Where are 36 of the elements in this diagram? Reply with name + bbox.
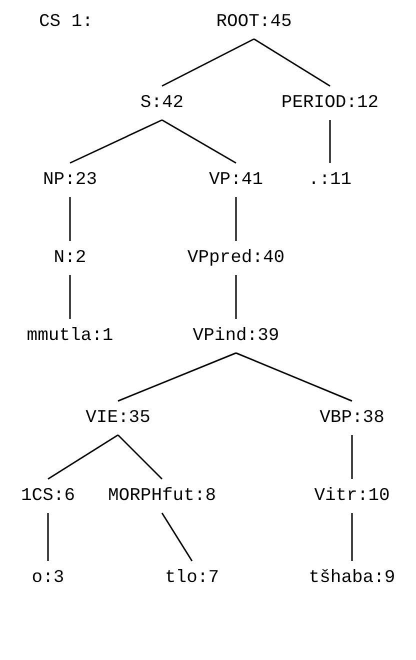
tree-node-label: Vitr:10 (314, 485, 390, 507)
tree-node-label: PERIOD:12 (281, 92, 379, 114)
tree-branch (235, 275, 237, 319)
tree-branch (351, 513, 353, 561)
tree-node-label: N:2 (54, 247, 86, 269)
tree-node-label: .:11 (308, 169, 352, 191)
tree-node-label: S:42 (140, 92, 184, 114)
tree-branch (254, 38, 330, 87)
tree-branch (329, 120, 331, 163)
tree-branch (70, 119, 162, 164)
tree-node-label: VP:41 (209, 169, 263, 191)
tree-node-label: mmutla:1 (26, 325, 114, 347)
tree-node-label: ROOT:45 (216, 11, 292, 33)
tree-branch (48, 434, 118, 480)
tree-branch (47, 513, 49, 561)
tree-node-label: tlo:7 (165, 567, 219, 589)
tree-node-label: o:3 (32, 567, 64, 589)
tree-node-label: MORPHfut:8 (108, 485, 216, 507)
tree-branch (162, 38, 254, 87)
tree-branch (118, 352, 236, 402)
tree-node-label: tšhaba:9 (308, 567, 396, 589)
tree-branch (69, 197, 71, 241)
tree-node-label: NP:23 (43, 169, 97, 191)
tree-branch (162, 119, 236, 164)
tree-node-label: VPpred:40 (187, 247, 285, 269)
tree-node-label: VIE:35 (86, 407, 150, 429)
tree-branch (236, 352, 352, 402)
tree-branch (351, 435, 353, 479)
tree-branch (235, 197, 237, 241)
tree-branch (161, 512, 193, 562)
tree-node-label: VBP:38 (320, 407, 384, 429)
tree-node-label: 1CS:6 (21, 485, 75, 507)
tree-branch (69, 275, 71, 319)
tree-node-label: VPind:39 (192, 325, 280, 347)
sentence-label: CS 1: (39, 11, 93, 33)
tree-branch (117, 434, 163, 480)
